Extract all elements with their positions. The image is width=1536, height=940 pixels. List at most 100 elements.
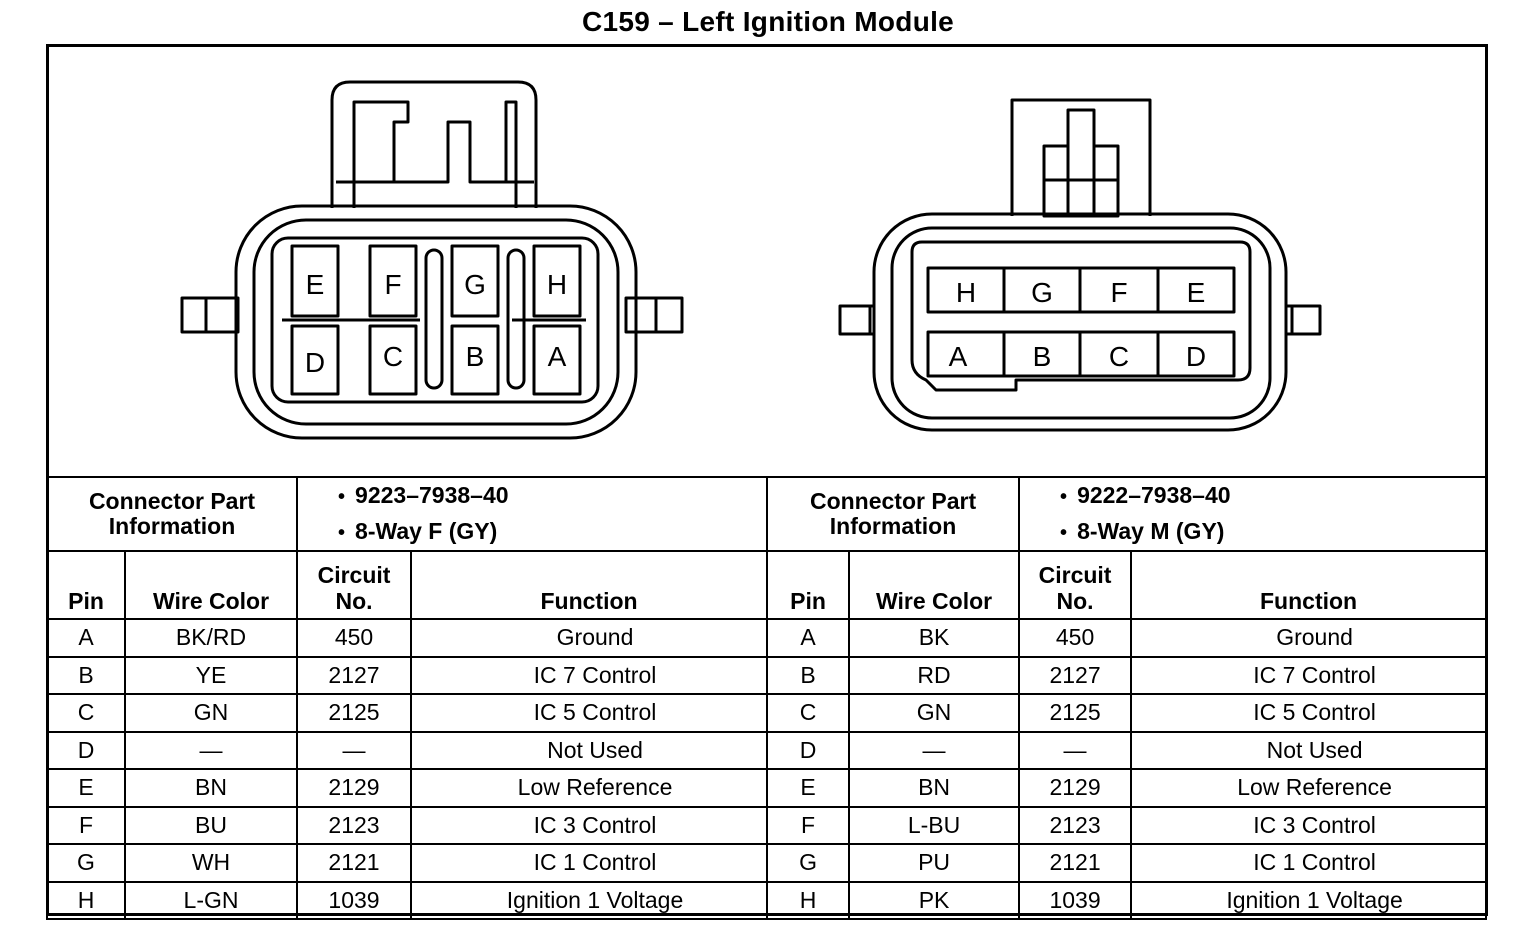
cell-circuit: 2127 [296,655,413,695]
left-pin-label: F [384,269,401,300]
cell-pin: D [766,730,851,770]
cell-function: IC 5 Control [1130,693,1488,733]
cell-function: IC 7 Control [1130,655,1488,695]
cell-pin: B [46,655,126,695]
part-number: 9222–7938–40 [1060,478,1485,514]
cell-pin: C [766,693,851,733]
pinout-table: Connector Part Information 9223–7938–40 … [45,476,1488,920]
cell-pin: H [766,880,851,920]
cell-function: Low Reference [410,768,769,808]
connector-info-row: Connector Part Information 9223–7938–40 … [45,476,1488,552]
cell-color: WH [123,843,299,883]
connector-info-details: 9223–7938–40 8-Way F (GY) [296,476,769,552]
cell-circuit: 450 [296,618,413,658]
cell-function: Not Used [1130,730,1488,770]
cell-function: Low Reference [1130,768,1488,808]
page-title: C159 – Left Ignition Module [581,6,955,37]
cell-circuit: 2121 [1018,843,1133,883]
right-pin-label: G [1031,277,1053,308]
left-pin-label: B [466,341,485,372]
cell-function: Ground [1130,618,1488,658]
cell-pin: F [46,805,126,845]
cell-function: Ignition 1 Voltage [410,880,769,920]
cell-pin: A [766,618,851,658]
cell-circuit: 1039 [296,880,413,920]
cell-function: Not Used [410,730,769,770]
cell-circuit: 2123 [296,805,413,845]
connector-info-label: Connector Part Information [766,476,1021,552]
column-header: Wire Color [848,550,1021,620]
cell-function: Ground [410,618,769,658]
cell-pin: E [766,768,851,808]
cell-color: — [123,730,299,770]
cell-circuit: 2129 [1018,768,1133,808]
cell-pin: C [46,693,126,733]
cell-color: GN [123,693,299,733]
cell-pin: D [46,730,126,770]
cell-color: PK [848,880,1021,920]
cell-pin: G [46,843,126,883]
part-number: 9223–7938–40 [338,478,766,514]
column-header: Function [1130,550,1488,620]
cell-color: RD [848,655,1021,695]
cell-function: IC 7 Control [410,655,769,695]
cell-function: IC 3 Control [410,805,769,845]
cell-circuit: 2125 [1018,693,1133,733]
cell-circuit: 1039 [1018,880,1133,920]
cell-circuit: 2121 [296,843,413,883]
cell-pin: G [766,843,851,883]
male-connector-drawing [838,98,1322,432]
female-connector-drawing [180,80,684,440]
cell-circuit: 2127 [1018,655,1133,695]
cell-function: IC 3 Control [1130,805,1488,845]
cell-color: BN [848,768,1021,808]
cell-pin: E [46,768,126,808]
right-pin-label: D [1186,341,1206,372]
left-pin-label: A [548,341,567,372]
cell-color: PU [848,843,1021,883]
column-header: Function [410,550,769,620]
cell-circuit: — [1018,730,1133,770]
cell-color: BK/RD [123,618,299,658]
cell-function: IC 1 Control [1130,843,1488,883]
left-pin-label: D [305,347,325,378]
cell-function: Ignition 1 Voltage [1130,880,1488,920]
right-pin-label: H [956,277,976,308]
right-pin-label: C [1109,341,1129,372]
right-pin-label: E [1187,277,1206,308]
cell-color: L-GN [123,880,299,920]
column-header: Pin [766,550,851,620]
cell-pin: H [46,880,126,920]
cell-circuit: — [296,730,413,770]
column-header: Pin [46,550,126,620]
cell-pin: B [766,655,851,695]
cell-function: IC 5 Control [410,693,769,733]
column-header: Wire Color [123,550,299,620]
left-pin-label: G [464,269,486,300]
cell-color: BU [123,805,299,845]
left-pin-label: E [306,269,325,300]
left-pin-label: H [547,269,567,300]
cell-pin: F [766,805,851,845]
cell-color: L-BU [848,805,1021,845]
cell-color: BK [848,618,1021,658]
cell-pin: A [46,618,126,658]
right-pin-label: B [1033,341,1052,372]
cell-circuit: 450 [1018,618,1133,658]
connector-description: 8-Way M (GY) [1060,514,1485,550]
left-pin-label: C [383,341,403,372]
right-pin-label: F [1110,277,1127,308]
cell-color: — [848,730,1021,770]
connector-diagrams: E F G H D C B A H G F E A B C D [180,80,1322,440]
